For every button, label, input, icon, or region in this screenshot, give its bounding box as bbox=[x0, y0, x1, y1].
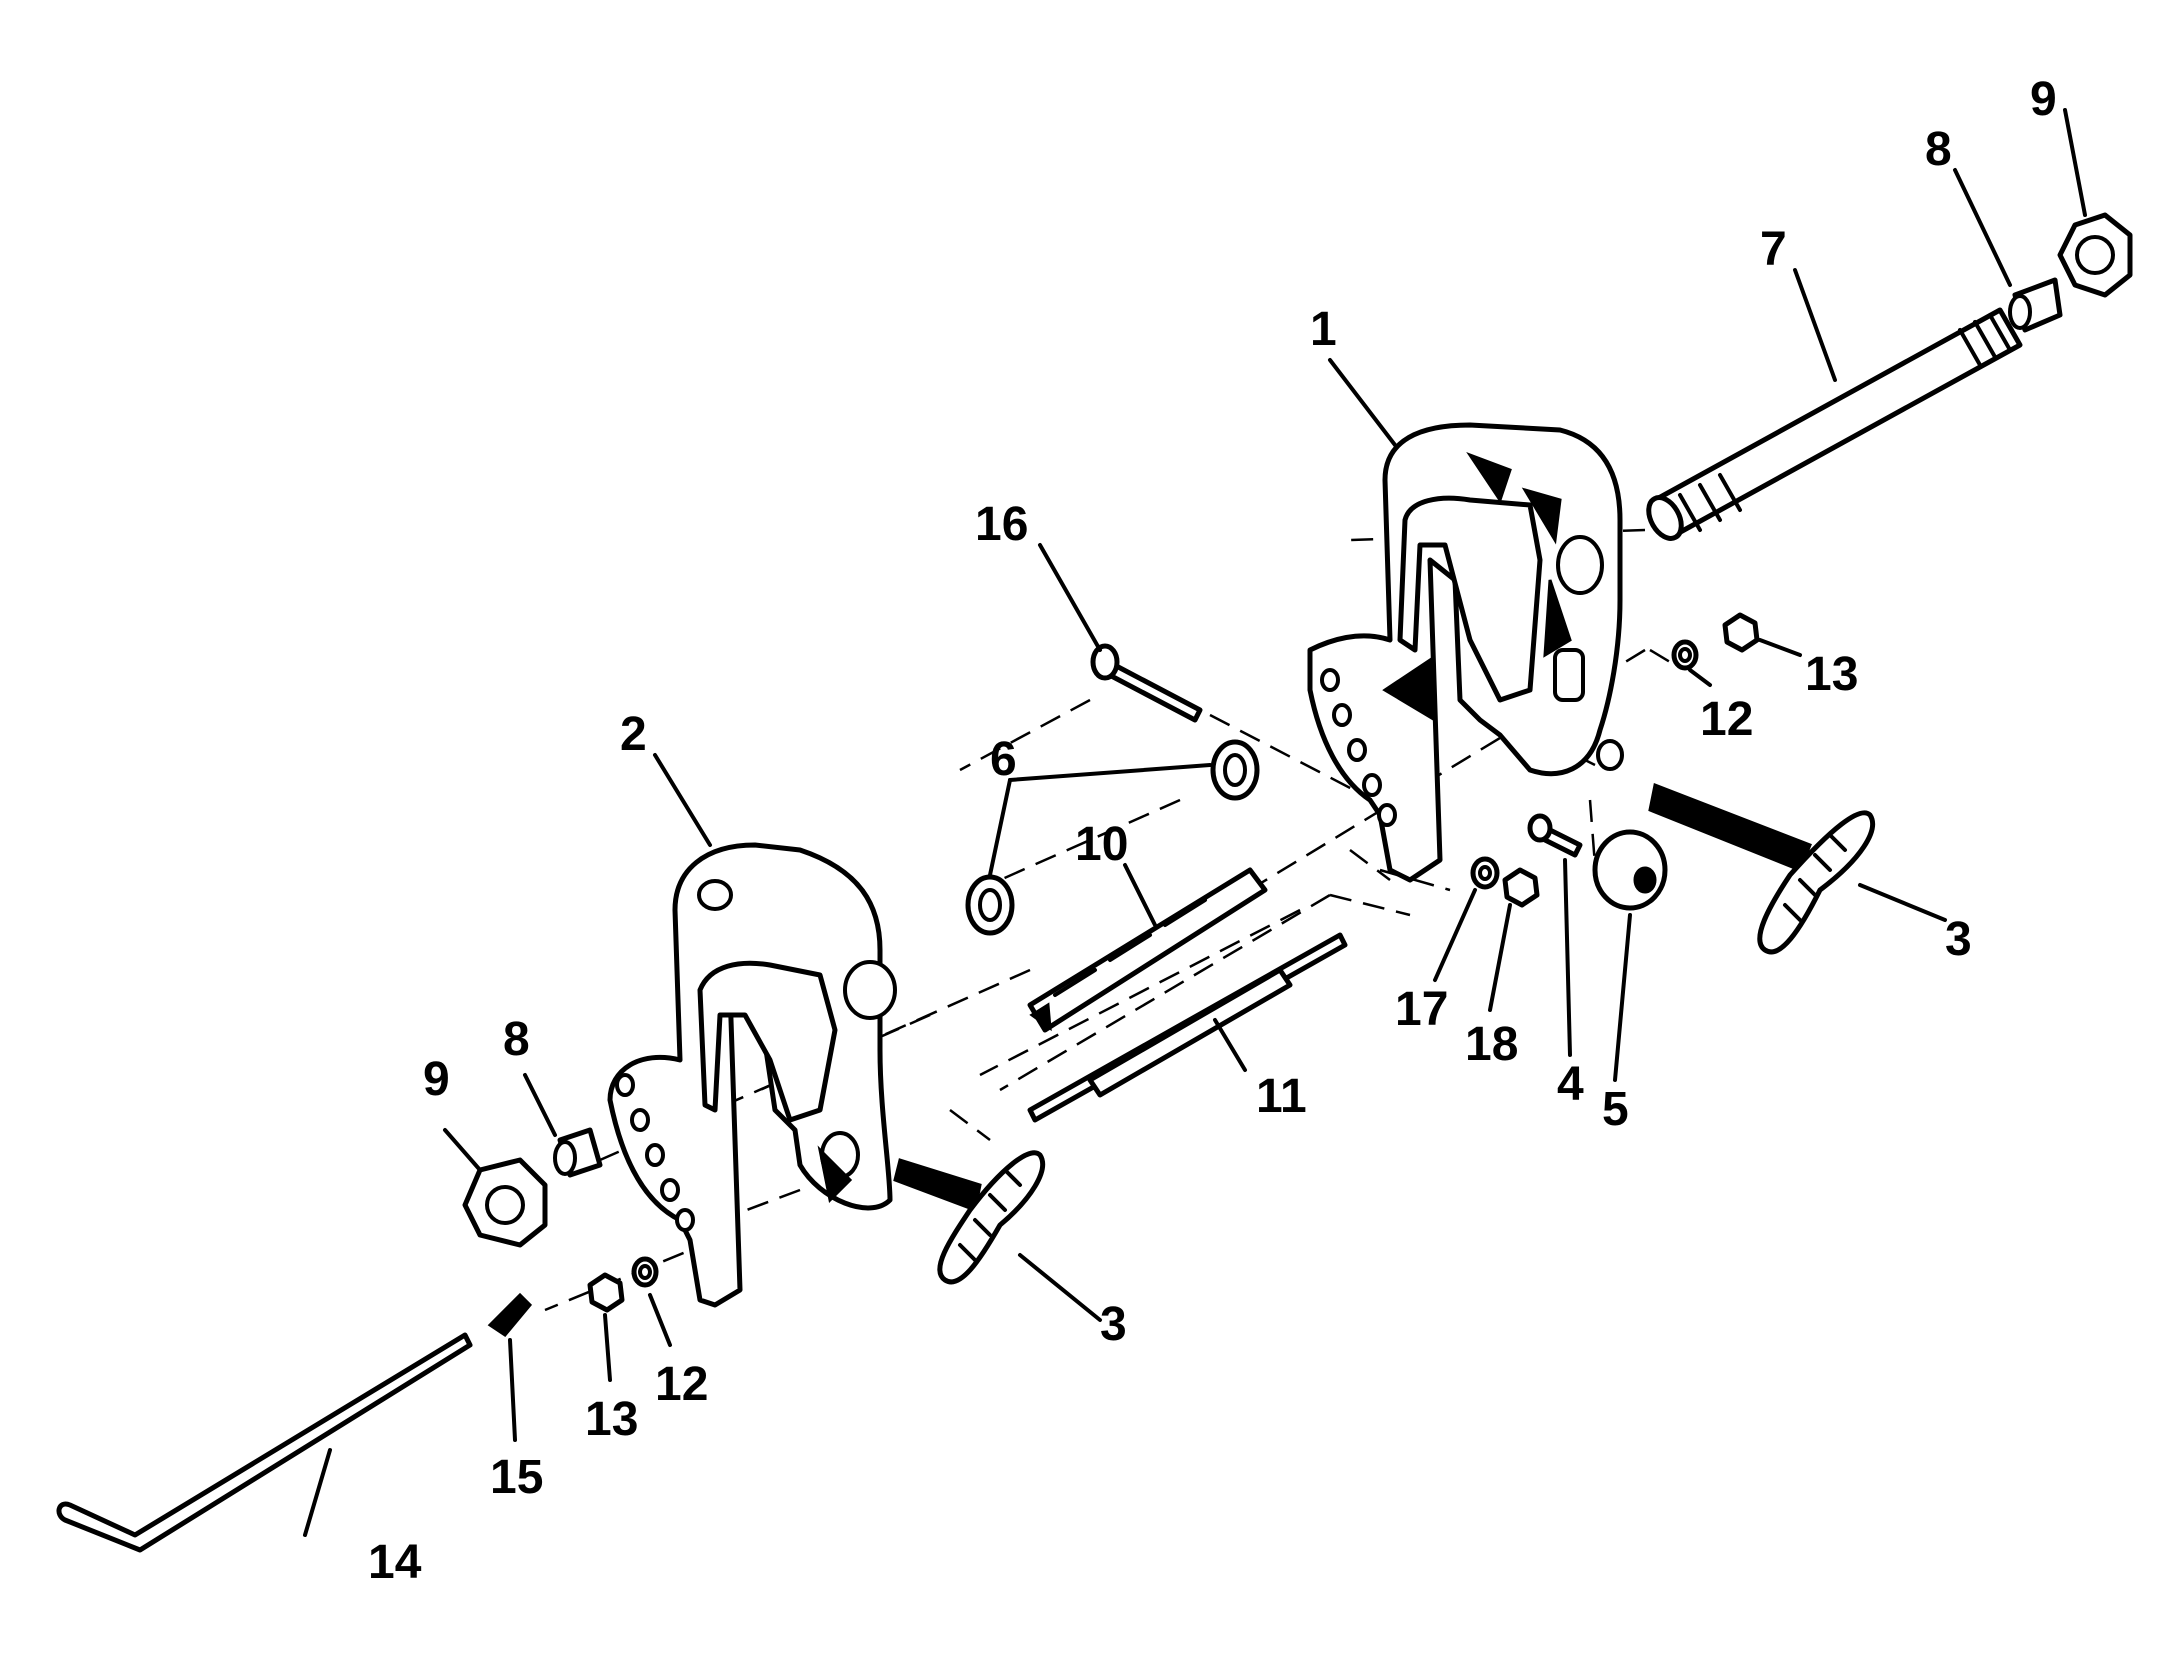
rod-11 bbox=[1027, 932, 1348, 1123]
tilt-tube-7 bbox=[1646, 307, 2023, 541]
bushing-8-left bbox=[553, 1127, 603, 1178]
callout-6: 6 bbox=[990, 733, 1017, 786]
bolt-16 bbox=[1090, 643, 1203, 723]
nut-18 bbox=[1502, 867, 1540, 908]
callout-17: 17 bbox=[1395, 983, 1448, 1036]
callout-13-left: 13 bbox=[585, 1393, 638, 1446]
callout-4: 4 bbox=[1557, 1058, 1584, 1111]
washer-12-left bbox=[631, 1256, 659, 1288]
callout-5: 5 bbox=[1602, 1083, 1629, 1136]
callout-12-right: 12 bbox=[1700, 693, 1753, 746]
callout-7: 7 bbox=[1760, 223, 1787, 276]
clamp-bracket-1 bbox=[1307, 422, 1624, 883]
swivel-pad-5 bbox=[1592, 829, 1668, 911]
callout-16: 16 bbox=[975, 498, 1028, 551]
callout-9-left: 9 bbox=[423, 1053, 450, 1106]
callout-18: 18 bbox=[1465, 1018, 1518, 1071]
washer-12-right bbox=[1671, 639, 1699, 671]
callout-12-left: 12 bbox=[655, 1358, 708, 1411]
callout-13-right: 13 bbox=[1805, 648, 1858, 701]
plate-10 bbox=[1027, 867, 1268, 1033]
callout-3-upper: 3 bbox=[1945, 913, 1972, 966]
callout-8-left: 8 bbox=[503, 1013, 530, 1066]
callout-1: 1 bbox=[1310, 303, 1337, 356]
clamp-screw-3-lower bbox=[893, 1150, 1046, 1285]
callout-15: 15 bbox=[490, 1451, 543, 1504]
callout-11: 11 bbox=[1256, 1070, 1307, 1123]
nut-13-right bbox=[1722, 612, 1760, 653]
hex-nut-9-right bbox=[2057, 212, 2133, 298]
washer-6-lower bbox=[965, 874, 1015, 936]
washer-17 bbox=[1470, 856, 1500, 890]
callout-8-right: 8 bbox=[1925, 123, 1952, 176]
bolt-4 bbox=[1527, 813, 1583, 858]
tilt-pin-14 bbox=[56, 1332, 473, 1553]
callout-14: 14 bbox=[368, 1536, 422, 1589]
callout-labels: 1 2 3 3 4 5 6 7 8 8 9 9 10 11 12 12 13 1… bbox=[368, 73, 2057, 1589]
clamp-screw-3-upper bbox=[1648, 782, 1876, 955]
washer-6-upper bbox=[1210, 739, 1260, 801]
bushing-8-right bbox=[2008, 277, 2063, 333]
callout-2: 2 bbox=[620, 708, 647, 761]
callout-9-right: 9 bbox=[2030, 73, 2057, 126]
clamp-bracket-2 bbox=[607, 842, 897, 1308]
hex-nut-9-left bbox=[462, 1157, 548, 1248]
callout-leader-lines bbox=[303, 108, 2087, 1537]
callout-3-lower: 3 bbox=[1100, 1298, 1127, 1351]
callout-10: 10 bbox=[1075, 818, 1128, 871]
nut-13-left bbox=[587, 1272, 625, 1313]
spring-15 bbox=[487, 1292, 533, 1337]
